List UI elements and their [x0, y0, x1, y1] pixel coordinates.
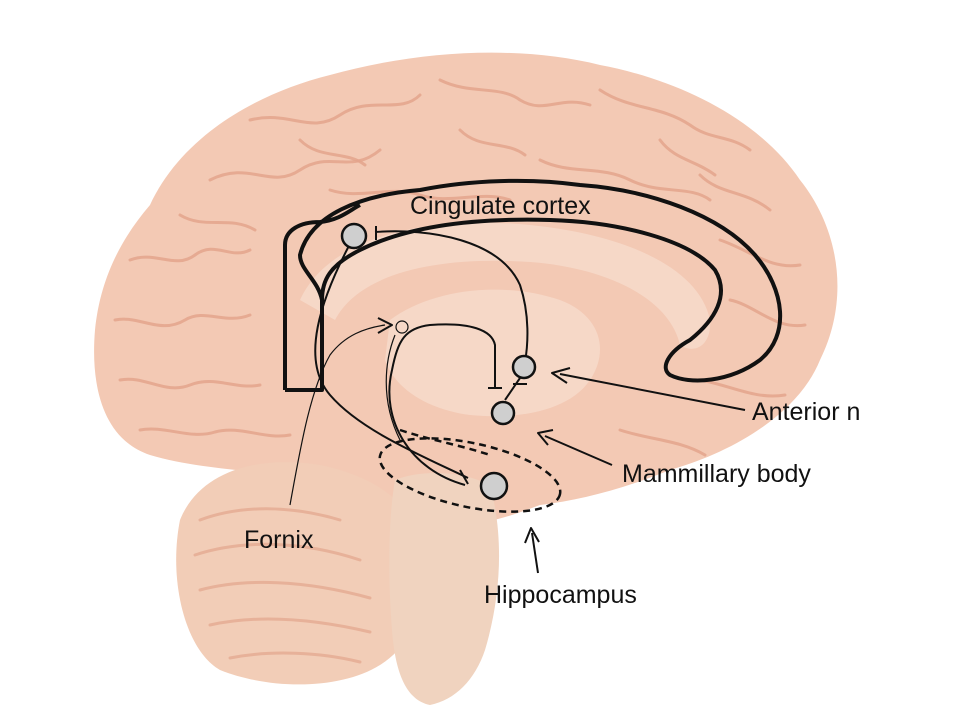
cingulate-loop	[283, 178, 782, 392]
cerebrum-shape	[94, 52, 838, 525]
anterior-arrow-head	[551, 367, 571, 384]
label-arrows	[377, 317, 746, 574]
node-hippocampus	[479, 471, 509, 501]
corpus-callosum-band	[300, 222, 711, 349]
neuron-nodes	[340, 222, 537, 501]
anterior-to-mammillary-path	[504, 377, 521, 401]
node-mammillary	[490, 400, 516, 426]
label-fornix: Fornix	[244, 526, 314, 554]
inner-return-line	[385, 334, 401, 441]
brainstem-shape	[389, 473, 500, 705]
fornix-arrow-head	[377, 317, 393, 334]
pathways	[289, 226, 529, 506]
cingulate-to-hippocampus-path	[314, 239, 469, 479]
label-mammillary-body: Mammillary body	[622, 460, 811, 488]
mammillary-arrow-head	[537, 429, 554, 446]
fornix-pointer-line	[289, 324, 386, 506]
fornix-junction-circle	[395, 320, 409, 334]
diencephalon-region	[385, 289, 600, 417]
label-anterior-n: Anterior n	[752, 398, 860, 426]
brain-background	[94, 52, 838, 705]
anterior-arrow-line	[559, 373, 746, 411]
label-hippocampus: Hippocampus	[484, 581, 637, 609]
cingulate-outline	[283, 178, 782, 392]
synapse-bar-3	[459, 469, 469, 485]
cerebellum-shape	[176, 462, 424, 685]
hippocampus-outline	[378, 437, 562, 513]
hippocampus-upper-dash	[399, 428, 491, 457]
mammillary-arrow-line	[544, 435, 613, 466]
hippocampus-arrow-line	[531, 532, 539, 574]
node-cingulate	[340, 222, 368, 250]
node-anterior	[511, 354, 537, 380]
cingulate-to-anterior-path	[374, 230, 529, 363]
fornix-arc-path	[388, 323, 496, 486]
gyri-texture	[113, 78, 807, 664]
label-cingulate-cortex: Cingulate cortex	[410, 192, 591, 220]
hippocampus-arrow-head	[524, 527, 540, 544]
